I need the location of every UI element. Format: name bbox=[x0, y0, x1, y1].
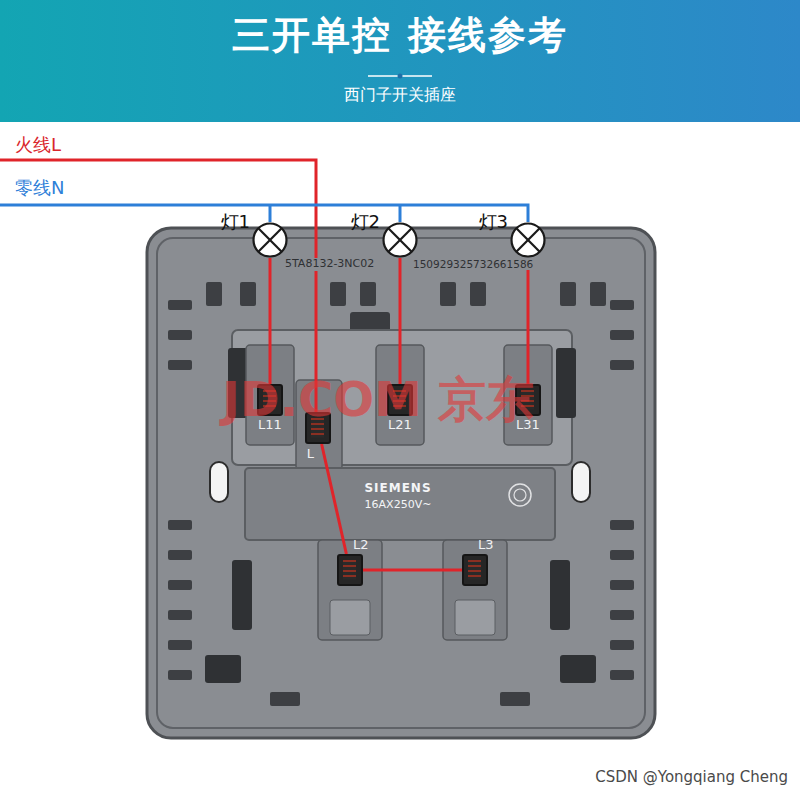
wire-connector bbox=[399, 258, 402, 384]
plate-slot bbox=[168, 550, 192, 560]
wire-label: 零线N bbox=[15, 178, 64, 199]
model-number: 5TA8132-3NC02 bbox=[282, 258, 377, 271]
module-tab bbox=[455, 600, 495, 635]
wire-connector bbox=[527, 258, 530, 384]
plate-slot bbox=[330, 282, 346, 306]
terminal-label: L11 bbox=[258, 418, 282, 433]
lamp-symbol: 灯3 bbox=[510, 222, 546, 258]
rating-label: 16AX250V~ bbox=[365, 499, 432, 512]
plate-slot bbox=[168, 330, 192, 340]
switch-plate bbox=[147, 228, 655, 738]
switch-module bbox=[232, 330, 572, 465]
plate-slot bbox=[205, 655, 241, 683]
plate-slot bbox=[168, 610, 192, 620]
wiring-terminal: L31 bbox=[515, 384, 541, 416]
lamp-cross bbox=[516, 228, 539, 251]
wiring-terminal: L2 bbox=[337, 554, 363, 586]
title-banner bbox=[0, 0, 800, 122]
lamp-cross bbox=[388, 228, 411, 251]
brand-mark: SIEMENS bbox=[364, 482, 431, 496]
wire-connector bbox=[269, 258, 272, 384]
plate-slot bbox=[610, 580, 634, 590]
wiring-terminal: L bbox=[305, 412, 331, 444]
live-wire bbox=[0, 160, 316, 412]
terminal-label: L bbox=[307, 447, 314, 462]
lamp-cross bbox=[388, 228, 411, 251]
plate-slot bbox=[168, 580, 192, 590]
lamp-outline bbox=[252, 222, 288, 258]
mounting-hole bbox=[572, 462, 590, 502]
plate-slot bbox=[168, 670, 192, 680]
wire-label: 火线L bbox=[15, 135, 61, 156]
plate-slot bbox=[610, 360, 634, 370]
side-clip bbox=[228, 348, 248, 418]
terminal-housing bbox=[296, 380, 342, 470]
lamp-outline bbox=[382, 222, 418, 258]
terminal-label: L21 bbox=[388, 418, 412, 433]
plate-slot bbox=[168, 360, 192, 370]
side-clip bbox=[556, 348, 576, 418]
mounting-hole bbox=[210, 462, 228, 502]
lamp-label: 灯1 bbox=[221, 212, 250, 233]
page-title: 三开单控 接线参考 bbox=[0, 14, 800, 58]
plate-frame bbox=[157, 238, 645, 728]
lamp-outline bbox=[510, 222, 546, 258]
plate-slot bbox=[240, 282, 256, 306]
terminal-housing bbox=[443, 540, 507, 640]
switch-module bbox=[245, 468, 555, 540]
lamp-symbol: 灯1 bbox=[252, 222, 288, 258]
plate-slot bbox=[470, 282, 486, 306]
plate-slot bbox=[206, 282, 222, 306]
plate-slot bbox=[168, 520, 192, 530]
plate-slot bbox=[610, 300, 634, 310]
page-subtitle: 西门子开关插座 bbox=[0, 86, 800, 104]
plate-slot bbox=[168, 640, 192, 650]
lamp-circle bbox=[254, 224, 287, 257]
terminal-label: L31 bbox=[516, 418, 540, 433]
neutral-wire bbox=[399, 205, 402, 222]
plate-slot bbox=[610, 610, 634, 620]
neutral-wire bbox=[0, 205, 528, 222]
plate-slot bbox=[560, 282, 576, 306]
wire-connector bbox=[363, 569, 462, 572]
terminal-label: L3 bbox=[478, 538, 494, 553]
plate-slot bbox=[590, 282, 606, 306]
title-rule-dot bbox=[398, 74, 403, 79]
ccc-mark bbox=[514, 489, 526, 501]
plate-slot bbox=[610, 520, 634, 530]
lamp-cross bbox=[258, 228, 281, 251]
lamp-label: 灯2 bbox=[351, 212, 380, 233]
plate-slot bbox=[500, 692, 530, 706]
plate-slot bbox=[560, 655, 596, 683]
lamp-circle bbox=[512, 224, 545, 257]
wiring-terminal: L21 bbox=[387, 384, 413, 416]
lamp-label: 灯3 bbox=[479, 212, 508, 233]
lamp-cross bbox=[258, 228, 281, 251]
plate-slot bbox=[270, 692, 300, 706]
side-clip bbox=[550, 560, 570, 630]
lamp-circle bbox=[384, 224, 417, 257]
wire-connector bbox=[322, 444, 347, 554]
watermark: CSDN @Yongqiang Cheng bbox=[595, 769, 788, 786]
plate-slot bbox=[168, 300, 192, 310]
plate-slot bbox=[610, 640, 634, 650]
wiring-terminal: L3 bbox=[462, 554, 488, 586]
terminal-label: L2 bbox=[353, 538, 369, 553]
neutral-wire bbox=[269, 205, 272, 222]
plate-slot bbox=[610, 550, 634, 560]
lamp-symbol: 灯2 bbox=[382, 222, 418, 258]
terminal-housing bbox=[318, 540, 382, 640]
plate-slot bbox=[610, 330, 634, 340]
plate-slot bbox=[360, 282, 376, 306]
wiring-terminal: L11 bbox=[257, 384, 283, 416]
lamp-cross bbox=[516, 228, 539, 251]
plate-slot bbox=[610, 670, 634, 680]
plate-slot bbox=[440, 282, 456, 306]
serial-number: 150929325732661586 bbox=[410, 258, 536, 270]
ccc-mark bbox=[509, 484, 531, 506]
module-tab bbox=[330, 600, 370, 635]
side-clip bbox=[232, 560, 252, 630]
